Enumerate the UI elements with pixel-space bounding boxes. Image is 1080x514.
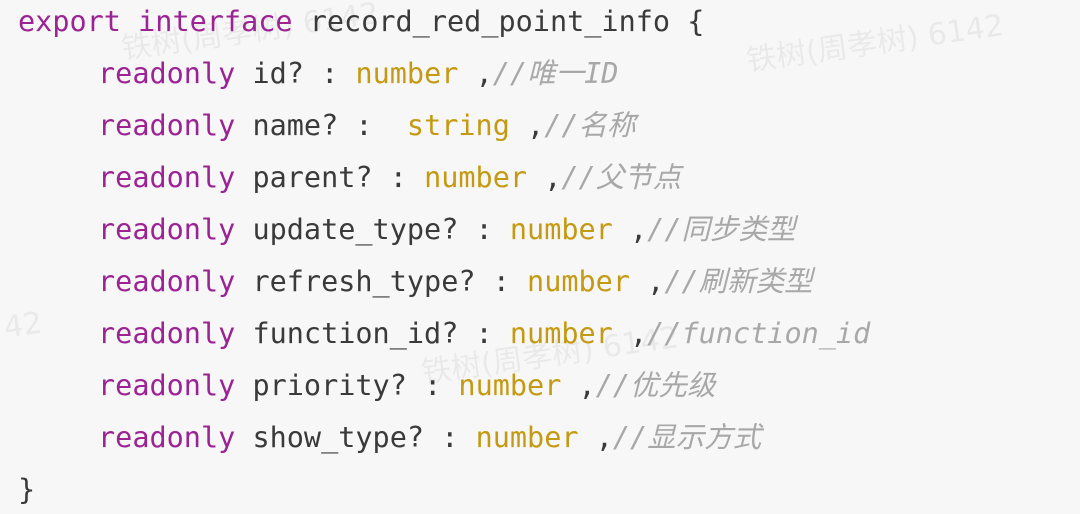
colon: :	[475, 213, 493, 246]
field-type: number	[527, 265, 630, 298]
code-line-field: readonly id? : number ,//唯一ID	[18, 52, 870, 104]
comma: ,	[544, 161, 562, 194]
comma: ,	[578, 369, 596, 402]
field-type: number	[355, 57, 459, 90]
colon: :	[492, 265, 510, 298]
comma: ,	[475, 57, 493, 90]
field-type: number	[509, 213, 613, 246]
interface-name: record_red_point_info	[309, 5, 671, 38]
keyword-readonly: readonly	[98, 265, 236, 298]
field-type: number	[475, 421, 579, 454]
keyword-readonly: readonly	[98, 161, 236, 194]
field-comment: //同步类型	[647, 213, 796, 246]
colon: :	[321, 57, 339, 90]
code-line-close: }	[18, 468, 870, 514]
comma: ,	[630, 213, 648, 246]
keyword-readonly: readonly	[98, 213, 236, 246]
field-comment: //function_id	[647, 317, 871, 350]
code-line-field: readonly parent? : number ,//父节点	[18, 156, 870, 208]
keyword-export: export	[18, 5, 121, 38]
field-comment: //唯一ID	[492, 57, 619, 90]
field-type: number	[509, 317, 613, 350]
colon: :	[355, 109, 373, 142]
colon: :	[441, 421, 459, 454]
field-comment: //显示方式	[612, 421, 762, 454]
field-comment: //优先级	[595, 369, 716, 402]
field-name: show_type?	[252, 421, 425, 454]
colon: :	[424, 369, 442, 402]
field-type: number	[458, 369, 562, 402]
field-comment: //名称	[544, 109, 636, 142]
field-comment: //父节点	[561, 161, 682, 194]
field-name: update_type?	[252, 213, 459, 246]
comma: ,	[595, 421, 613, 454]
keyword-readonly: readonly	[98, 421, 236, 454]
field-name: name?	[252, 109, 339, 142]
code-line-interface-declaration: export interface record_red_point_info {	[18, 0, 870, 52]
keyword-interface: interface	[138, 5, 293, 38]
keyword-readonly: readonly	[98, 109, 236, 142]
comma: ,	[630, 317, 648, 350]
code-line-field: readonly function_id? : number ,//functi…	[18, 312, 870, 364]
keyword-readonly: readonly	[98, 369, 236, 402]
code-line-field: readonly update_type? : number ,//同步类型	[18, 208, 870, 260]
comma: ,	[647, 265, 665, 298]
code-block[interactable]: export interface record_red_point_info {…	[18, 0, 870, 514]
code-line-field: readonly priority? : number ,//优先级	[18, 364, 870, 416]
code-line-field: readonly refresh_type? : number ,//刷新类型	[18, 260, 870, 312]
field-name: function_id?	[252, 317, 459, 350]
colon: :	[475, 317, 493, 350]
close-brace: }	[18, 473, 36, 506]
field-name: refresh_type?	[252, 265, 476, 298]
code-line-field: readonly name? : string ,//名称	[18, 104, 870, 156]
keyword-readonly: readonly	[98, 57, 236, 90]
code-line-field: readonly show_type? : number ,//显示方式	[18, 416, 870, 468]
open-brace: {	[687, 5, 705, 38]
comma: ,	[527, 109, 545, 142]
field-type: string	[406, 109, 510, 142]
field-name: priority?	[252, 369, 407, 402]
colon: :	[389, 161, 407, 194]
field-name: id?	[252, 57, 304, 90]
field-name: parent?	[252, 161, 373, 194]
field-type: number	[424, 161, 528, 194]
keyword-readonly: readonly	[98, 317, 236, 350]
field-comment: //刷新类型	[664, 265, 813, 298]
